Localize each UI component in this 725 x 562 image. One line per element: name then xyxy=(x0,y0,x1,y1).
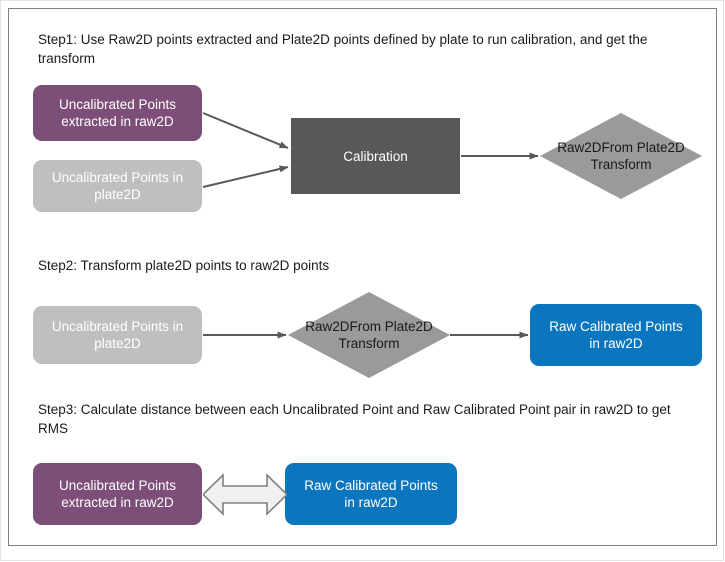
step3-description: Step3: Calculate distance between each U… xyxy=(38,402,671,436)
node-uncalibrated-points-plate2d-step2[interactable]: Uncalibrated Points in plate2D xyxy=(33,306,202,364)
node-uncalibrated-points-raw2d-step1[interactable]: Uncalibrated Points extracted in raw2D xyxy=(33,85,202,141)
node-label: Raw Calibrated Points in raw2D xyxy=(549,318,683,352)
node-raw-calibrated-points-raw2d-step3[interactable]: Raw Calibrated Points in raw2D xyxy=(285,463,457,525)
node-raw-calibrated-points-raw2d-step2[interactable]: Raw Calibrated Points in raw2D xyxy=(530,304,702,366)
node-uncalibrated-points-raw2d-step3[interactable]: Uncalibrated Points extracted in raw2D xyxy=(33,463,202,525)
node-label-line1: Uncalibrated Points xyxy=(58,97,177,112)
node-label-line1: Raw Calibrated Points xyxy=(549,319,683,334)
node-label: Raw2DFrom Plate2D Transform xyxy=(540,113,702,199)
node-label-line1: Uncalibrated Points in xyxy=(51,170,184,185)
step2-description: Step2: Transform plate2D points to raw2D… xyxy=(38,258,330,273)
node-label-line2: extracted in raw2D xyxy=(61,495,174,510)
double-arrow-icon xyxy=(203,470,287,519)
node-label: Uncalibrated Points extracted in raw2D xyxy=(59,477,176,511)
node-label-line2: in raw2D xyxy=(589,336,643,351)
node-label-line1: Uncalibrated Points in xyxy=(51,319,184,334)
node-label-line2: plate2D xyxy=(94,336,141,351)
node-label-line3: Transform xyxy=(590,157,652,172)
node-calibration[interactable]: Calibration xyxy=(291,118,460,194)
node-label: Uncalibrated Points in plate2D xyxy=(52,318,183,352)
node-label-line1: Raw2DFrom xyxy=(557,140,633,155)
node-raw2dfrom-plate2d-transform-step2[interactable]: Raw2DFrom Plate2D Transform xyxy=(288,292,450,378)
node-raw2dfrom-plate2d-transform-step1[interactable]: Raw2DFrom Plate2D Transform xyxy=(540,113,702,199)
node-label: Calibration xyxy=(343,148,408,164)
node-label-line1: Raw Calibrated Points xyxy=(304,478,438,493)
inner-border xyxy=(8,8,717,546)
node-label-line1: Raw2DFrom xyxy=(305,319,381,334)
node-label-line2: plate2D xyxy=(94,187,141,202)
node-label-line2: Plate2D xyxy=(636,140,685,155)
node-label-line2: in raw2D xyxy=(344,495,398,510)
node-label: Uncalibrated Points extracted in raw2D xyxy=(59,96,176,130)
node-label: Raw Calibrated Points in raw2D xyxy=(304,477,438,511)
step1-description: Step1: Use Raw2D points extracted and Pl… xyxy=(38,32,648,66)
node-label-line2: extracted in raw2D xyxy=(61,114,174,129)
node-uncalibrated-points-plate2d-step1[interactable]: Uncalibrated Points in plate2D xyxy=(33,160,202,212)
node-label-line3: Transform xyxy=(338,336,400,351)
node-label: Uncalibrated Points in plate2D xyxy=(52,169,183,203)
node-label-line1: Uncalibrated Points xyxy=(58,478,177,493)
node-label-line2: Plate2D xyxy=(384,319,433,334)
node-label: Raw2DFrom Plate2D Transform xyxy=(288,292,450,378)
